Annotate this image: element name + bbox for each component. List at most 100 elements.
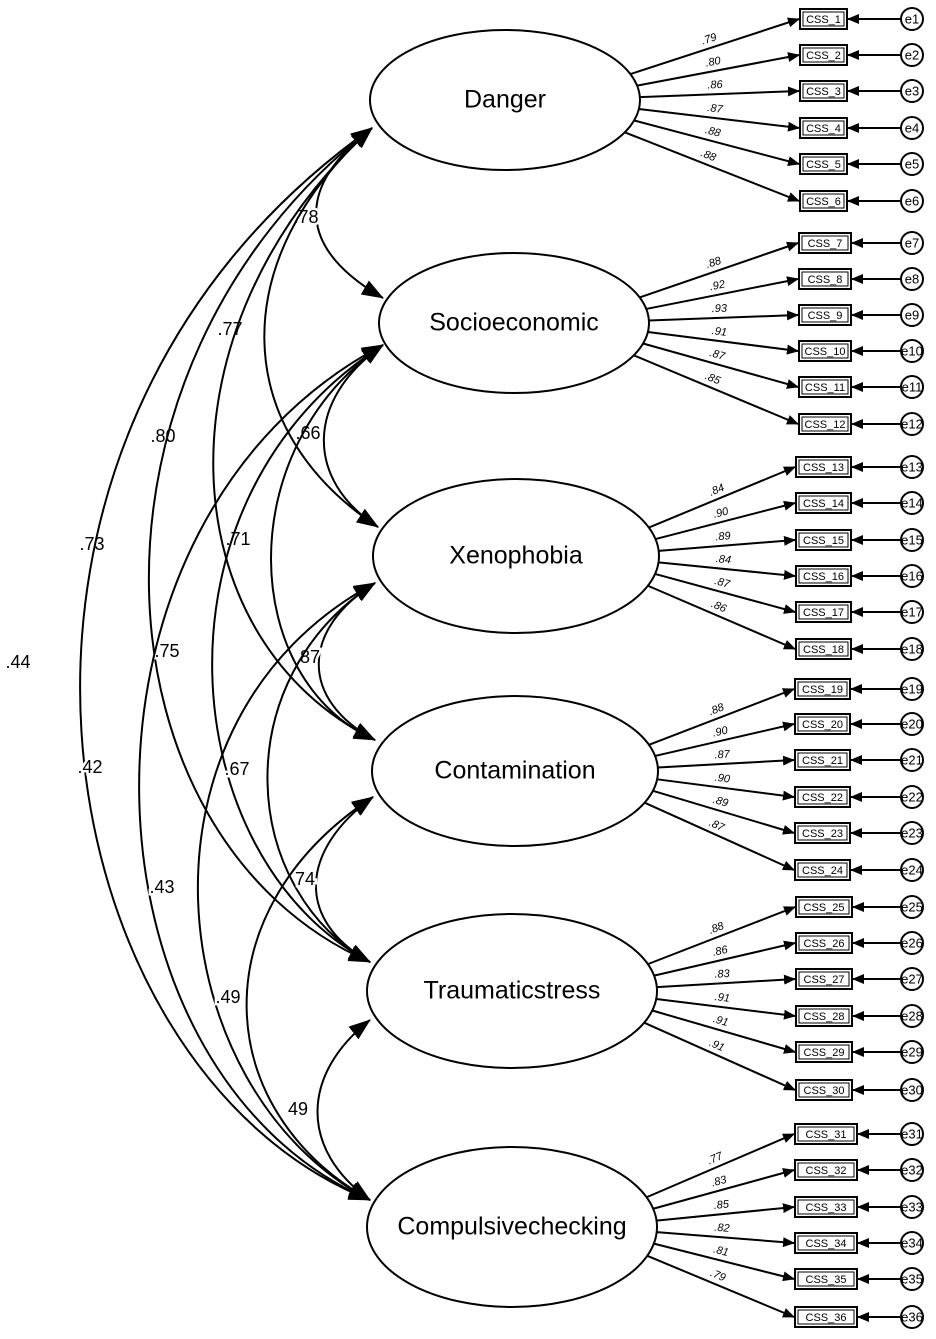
nodes-layer: DangerSocioeconomicXenophobiaContaminati…	[366, 7, 924, 1329]
error-circle	[900, 677, 924, 701]
loading-path	[654, 721, 795, 757]
loading-label: .77	[706, 1150, 726, 1167]
observed-item-css-15: CSS_15	[795, 529, 852, 551]
item-label: CSS_28	[804, 1011, 845, 1023]
error-circle	[900, 967, 924, 991]
item-box-inner	[801, 235, 849, 251]
loading-path	[624, 131, 800, 202]
loading-label: .87	[713, 575, 732, 591]
observed-item-css-23: CSS_23	[794, 822, 851, 844]
error-term-e10: e10	[900, 339, 924, 363]
item-box	[795, 932, 853, 954]
loading-path	[653, 940, 796, 977]
item-label: CSS_31	[806, 1129, 847, 1141]
item-box-inner	[797, 681, 848, 697]
error-circle	[900, 785, 924, 809]
item-box-inner	[798, 935, 850, 951]
loading-path	[658, 561, 796, 580]
item-box	[795, 565, 852, 587]
error-circle	[900, 303, 924, 327]
item-label: CSS_11	[805, 382, 845, 394]
error-circle	[900, 1078, 924, 1102]
observed-item-css-18: CSS_18	[795, 638, 852, 660]
error-circle	[900, 564, 924, 588]
loading-path	[639, 241, 799, 299]
error-term-e21: e21	[900, 748, 924, 772]
loading-path	[630, 17, 800, 76]
error-circle	[900, 748, 924, 772]
latent-factor-contamination: Contamination	[371, 695, 659, 847]
error-term-e35: e35	[900, 1267, 924, 1291]
item-label: CSS_32	[806, 1165, 847, 1177]
observed-item-css-19: CSS_19	[794, 678, 851, 700]
observed-item-css-21: CSS_21	[794, 749, 851, 771]
latent-factor-danger: Danger	[369, 29, 641, 171]
item-box-inner	[797, 1235, 855, 1251]
correlation-arc-0-2	[263, 127, 379, 528]
error-label: e34	[901, 1235, 923, 1250]
item-box-inner	[801, 416, 849, 432]
correlation-label: 49	[288, 1099, 308, 1119]
item-box	[798, 340, 852, 362]
item-box-inner	[797, 716, 848, 732]
observed-item-css-33: CSS_33	[794, 1196, 858, 1218]
loading-label: .90	[711, 724, 729, 739]
correlation-label: .44	[5, 652, 30, 672]
latent-factor-xenophobia: Xenophobia	[372, 478, 660, 634]
loading-path	[642, 342, 799, 389]
item-box-inner	[797, 789, 848, 805]
loading-path	[654, 572, 796, 614]
loading-path	[646, 1254, 795, 1318]
item-box-inner	[797, 825, 848, 841]
error-term-e3: e3	[900, 79, 924, 103]
item-box	[799, 44, 848, 66]
correlation-label: .80	[150, 426, 175, 446]
error-circle	[900, 1305, 924, 1329]
observed-item-css-13: CSS_13	[795, 456, 852, 478]
loading-path	[653, 1242, 795, 1282]
error-circle	[900, 189, 924, 213]
error-circle	[900, 339, 924, 363]
loading-label: .84	[715, 553, 731, 566]
loading-path	[656, 974, 796, 989]
latent-factor-traumaticstress: Traumaticstress	[366, 913, 658, 1069]
error-circle	[900, 821, 924, 845]
error-circle	[900, 1158, 924, 1182]
correlation-arc-3-5	[245, 796, 374, 1201]
item-box-inner	[798, 532, 849, 548]
correlation-arc-0-3	[212, 127, 376, 741]
item-box-inner	[802, 83, 845, 99]
correlation-label: .49	[215, 987, 240, 1007]
loading-label: .89	[715, 530, 731, 543]
correlation-arc-1-2	[322, 344, 384, 528]
item-box	[794, 678, 851, 700]
error-label: e13	[901, 459, 923, 474]
latent-ellipse	[371, 695, 659, 847]
error-circle	[900, 600, 924, 624]
error-term-e14: e14	[900, 491, 924, 515]
observed-item-css-12: CSS_12	[798, 413, 852, 435]
item-label: CSS_2	[806, 50, 841, 62]
item-label: CSS_16	[803, 571, 844, 583]
latent-label: Socioeconomic	[429, 309, 599, 337]
item-box	[794, 822, 851, 844]
observed-item-css-16: CSS_16	[795, 565, 852, 587]
error-label: e26	[901, 935, 923, 950]
item-label: CSS_17	[803, 607, 844, 619]
observed-item-css-24: CSS_24	[794, 859, 851, 881]
item-box	[798, 268, 852, 290]
error-circle	[900, 267, 924, 291]
item-label: CSS_1	[806, 14, 841, 26]
item-label: CSS_23	[802, 828, 843, 840]
item-box	[799, 80, 848, 102]
error-label: e4	[905, 120, 919, 135]
error-term-e28: e28	[900, 1004, 924, 1028]
item-box-inner	[798, 1082, 850, 1098]
observed-item-css-29: CSS_29	[795, 1041, 853, 1063]
error-label: e5	[905, 156, 919, 171]
error-circle	[900, 1195, 924, 1219]
error-label: e28	[901, 1008, 923, 1023]
error-label: e30	[901, 1082, 923, 1097]
item-box	[795, 1079, 853, 1101]
